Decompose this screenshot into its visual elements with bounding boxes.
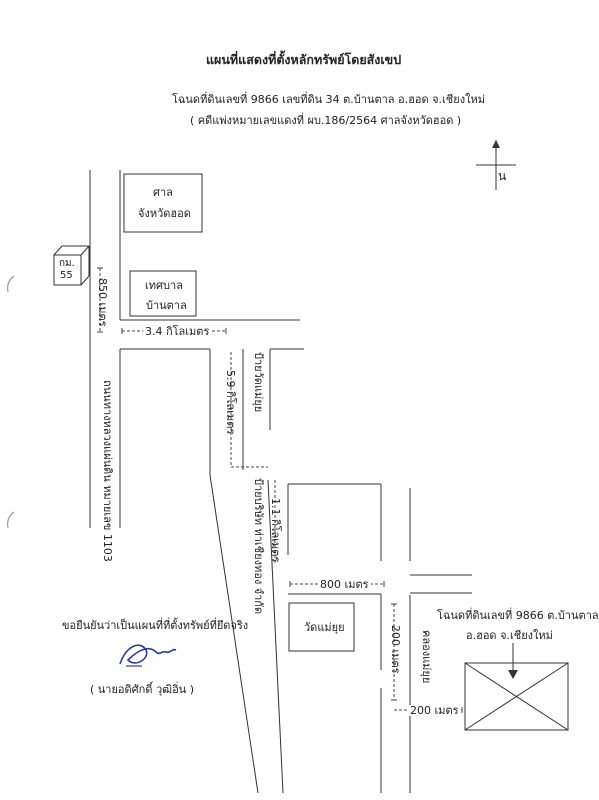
- highway-name-label: ถนนทางหลวงแผ่นดิน หมายเลข 1103: [101, 380, 114, 562]
- municipality-box: [129, 270, 197, 317]
- sign-company-label: ป้ายบริษัท ท่าเชียงทอง จำกัด: [252, 478, 265, 615]
- parcel-cross: [464, 662, 569, 731]
- shield-3d-edge: [53, 245, 63, 256]
- municipality-label-line1: เทศบาล: [145, 279, 183, 292]
- punch-hole-mark: [7, 511, 15, 529]
- dist-200m-horizontal: 200 เมตร: [408, 704, 461, 717]
- deed-line: โฉนดที่ดินเลขที่ 9866 เลขที่ดิน 34 ต.บ้า…: [172, 93, 485, 106]
- highway-shield-box: [53, 254, 82, 286]
- punch-hole-mark: [7, 275, 15, 293]
- certification-statement: ขอยืนยันว่าเป็นแผนที่ที่ตั้งทรัพย์ที่ยึด…: [62, 619, 249, 632]
- north-arrow-head: [492, 140, 500, 148]
- dist-800m: 800 เมตร: [318, 578, 371, 591]
- parcel-arrow-head: [508, 670, 518, 679]
- temple-label: วัดแม่ยุย: [304, 621, 345, 634]
- dist-5-9km: 5.9 กิโลเมตร: [224, 370, 237, 435]
- target-parcel: [464, 662, 569, 731]
- temple-box: [288, 602, 355, 652]
- court-label-line1: ศาล: [153, 186, 173, 199]
- dist-850m: 850 เมตร: [96, 278, 109, 327]
- dist-1-1km: 1.1 กิโลเมตร: [269, 498, 282, 563]
- dist-3-4km: 3.4 กิโลเมตร: [143, 325, 212, 338]
- sign-mae-yui-label: ป้ายวัดแม่ยุย: [252, 352, 265, 413]
- road-diagonal-west: [209, 474, 259, 794]
- certifier-name: ( นายอดิศักดิ์ วุฒิอิ่น ): [90, 683, 194, 696]
- canal-label: คลองแม่ยุย: [420, 630, 433, 684]
- target-deed-line2: อ.ฮอด จ.เชียงใหม่: [466, 629, 553, 642]
- highway-shield-line1: กม.: [59, 258, 75, 269]
- court-box: [123, 173, 203, 233]
- target-deed-line1: โฉนดที่ดินเลขที่ 9866 ต.บ้านตาล: [437, 609, 599, 622]
- municipality-label-line2: บ้านตาล: [146, 299, 187, 312]
- signature-mark: [119, 644, 177, 665]
- shield-3d-edge: [80, 275, 90, 286]
- north-label: น: [498, 169, 507, 183]
- shield-3d-edge: [80, 245, 90, 256]
- highway-shield-line2: 55: [60, 270, 73, 281]
- road-diagonal-east: [267, 479, 284, 794]
- dist-200m-vertical: 200 เมตร: [389, 625, 402, 674]
- court-label-line2: จังหวัดฮอด: [138, 207, 191, 220]
- map-title: แผนที่แสดงที่ตั้งหลักทรัพย์โดยสังเขป: [206, 52, 402, 67]
- case-line: ( คดีแพ่งหมายเลขแดงที่ ผบ.186/2564 ศาลจั…: [190, 114, 462, 127]
